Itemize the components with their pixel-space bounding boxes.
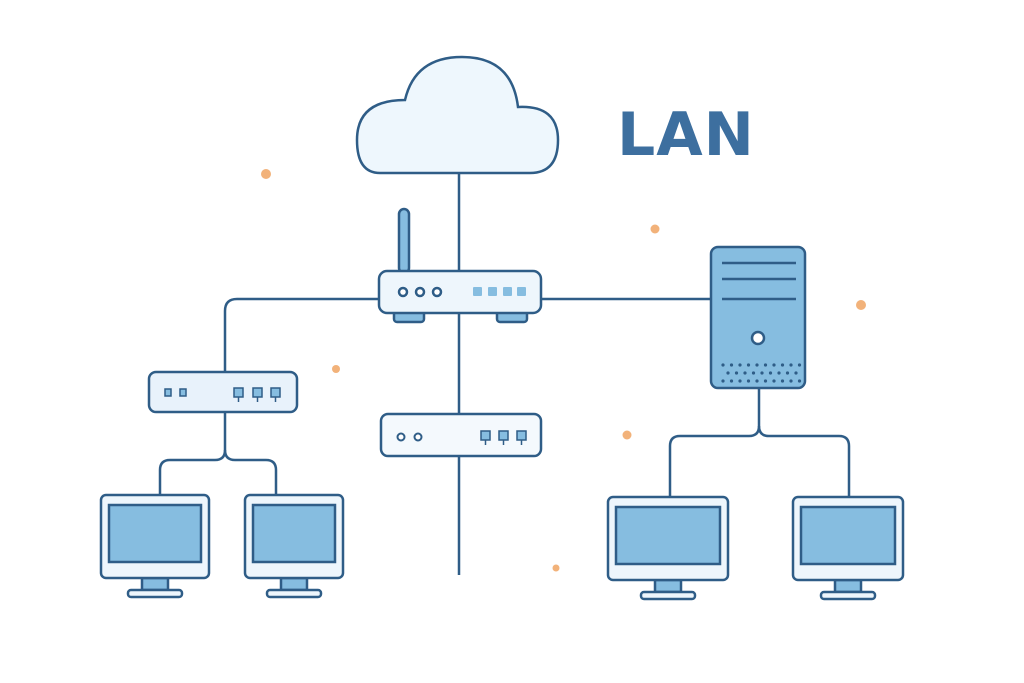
switch-left bbox=[147, 370, 299, 414]
computer-monitor-icon bbox=[606, 495, 730, 601]
decorative-dot bbox=[856, 300, 866, 310]
link-switch-pc1 bbox=[158, 412, 227, 495]
decorative-dot bbox=[552, 564, 560, 572]
diagram-title: LAN bbox=[617, 100, 755, 170]
link-server-pc3 bbox=[668, 388, 761, 497]
connection-lines bbox=[158, 172, 851, 575]
decorative-dot bbox=[332, 365, 340, 373]
antenna-icon bbox=[397, 207, 411, 275]
computer-monitor-icon bbox=[791, 495, 905, 601]
link-router-left-switch bbox=[223, 297, 379, 372]
switch-middle bbox=[379, 412, 543, 458]
decorative-dot bbox=[622, 430, 632, 440]
cloud-icon bbox=[355, 55, 560, 175]
decorative-dot bbox=[261, 169, 271, 179]
router bbox=[377, 207, 543, 324]
computer-monitor-icon bbox=[243, 493, 345, 599]
link-server-pc4 bbox=[757, 425, 851, 497]
link-switch-pc2 bbox=[223, 449, 278, 495]
decorative-dot bbox=[650, 224, 660, 234]
computer-monitor-icon bbox=[99, 493, 211, 599]
server bbox=[709, 245, 807, 390]
